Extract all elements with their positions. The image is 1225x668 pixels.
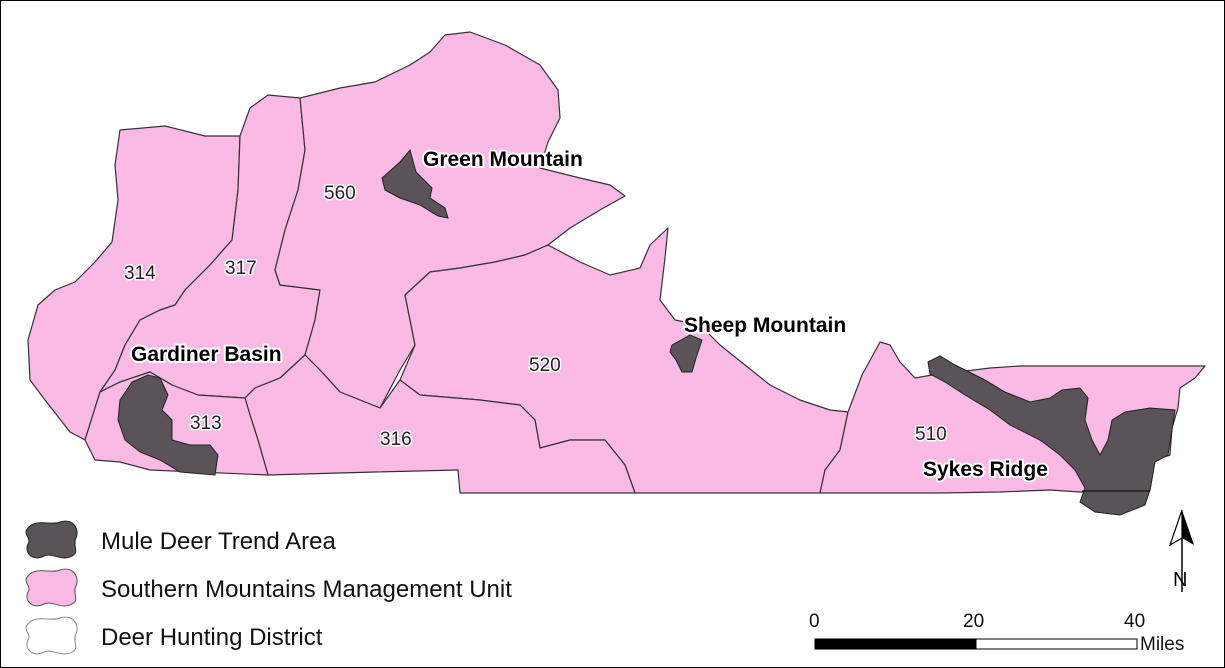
trend-area-sheep-mountain[interactable] [669,334,703,373]
label-green-mountain: Green Mountain [423,148,583,171]
legend-label-management-unit: Southern Mountains Management Unit [101,576,512,603]
district-label-520: 520 [529,355,561,376]
legend-label-trend-area: Mule Deer Trend Area [101,528,336,555]
legend-symbol-management-unit [25,568,78,607]
scale-bar-segment-1 [814,638,977,650]
trend-area-labels: Green Mountain Gardiner Basin Sheep Moun… [129,146,1050,483]
trend-area-polygons [117,148,1176,516]
north-arrow: N [1168,509,1194,592]
district-label-314: 314 [124,263,156,284]
district-label-316: 316 [380,429,412,450]
north-arrow-outline [1168,509,1183,547]
district-label-317: 317 [225,258,257,279]
legend-label-hunting-district: Deer Hunting District [101,624,323,651]
district-label-510: 510 [915,424,947,445]
district-label-560: 560 [324,183,356,204]
north-arrow-icon [1182,510,1194,545]
legend-symbol-hunting-district [25,616,78,655]
legend: Mule Deer Trend Area Southern Mountains … [25,520,512,655]
legend-symbol-trend-area [25,520,78,559]
north-arrow-letter: N [1173,569,1187,591]
scale-tick-20: 20 [963,611,984,632]
district-labels: 314 317 560 313 316 520 510 [123,182,949,452]
district-316[interactable] [244,354,636,494]
trend-area-sykes-ridge[interactable] [927,355,1176,516]
label-sheep-mountain: Sheep Mountain [684,314,846,337]
scale-bar-segment-2 [975,638,1138,650]
label-sykes-ridge: Sykes Ridge [923,458,1048,481]
scale-tick-40: 40 [1124,611,1145,632]
scale-unit: Miles [1140,634,1184,655]
district-label-313: 313 [190,413,222,434]
scale-tick-0: 0 [809,611,820,632]
label-gardiner-basin: Gardiner Basin [131,343,282,366]
trend-area-green-mountain[interactable] [381,148,449,219]
scale-bar: 0 20 40 Miles [809,611,1184,655]
trend-area-gardiner-basin[interactable] [117,374,219,476]
